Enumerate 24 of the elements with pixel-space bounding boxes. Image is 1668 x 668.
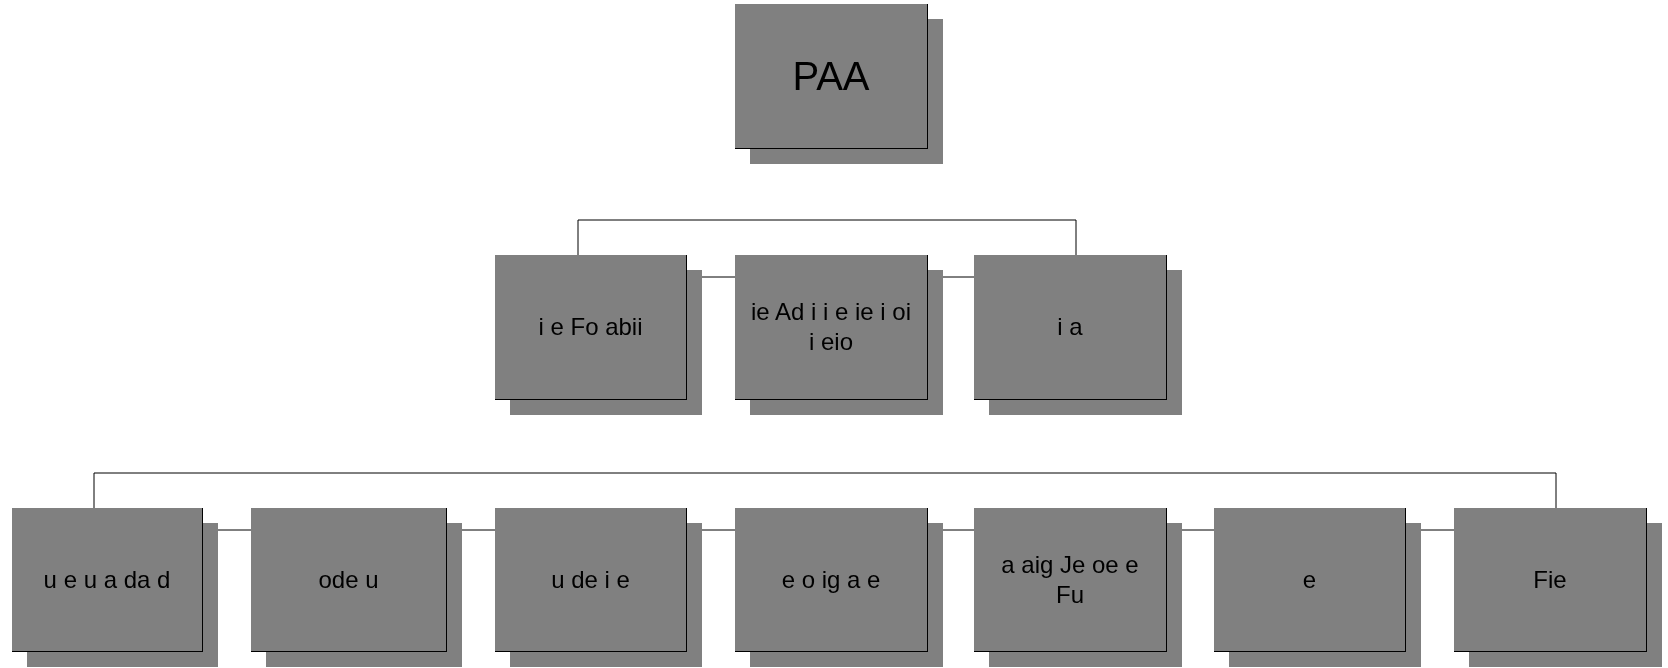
box-label: PAA: [792, 61, 870, 91]
box-label: a aig Je oe e Fu: [1000, 549, 1140, 610]
box-label: i a: [1057, 312, 1083, 342]
org-box: [974, 508, 1167, 652]
box-label: i e Fo abii: [538, 312, 643, 342]
box-label: ode u: [318, 564, 379, 595]
box-label: Fie: [1533, 564, 1567, 595]
org-box: [735, 4, 928, 149]
org-box: [1214, 508, 1406, 652]
box-label: ie Ad i i e ie i oi i eio: [749, 297, 913, 357]
org-box: [735, 508, 928, 652]
box-label: e: [1302, 564, 1317, 595]
org-box: [974, 255, 1167, 400]
org-box: [495, 508, 687, 652]
bracket-connector: [93, 472, 1557, 509]
org-box: [12, 508, 203, 652]
org-box: [251, 508, 447, 652]
box-label: u de i e: [551, 564, 630, 595]
bracket-connector: [577, 219, 1077, 256]
box-label: e o ig a e: [781, 564, 881, 595]
box-label: u e u a da d: [43, 564, 171, 595]
org-box: [495, 255, 687, 400]
org-box: [735, 255, 928, 400]
org-box: [1454, 508, 1647, 652]
